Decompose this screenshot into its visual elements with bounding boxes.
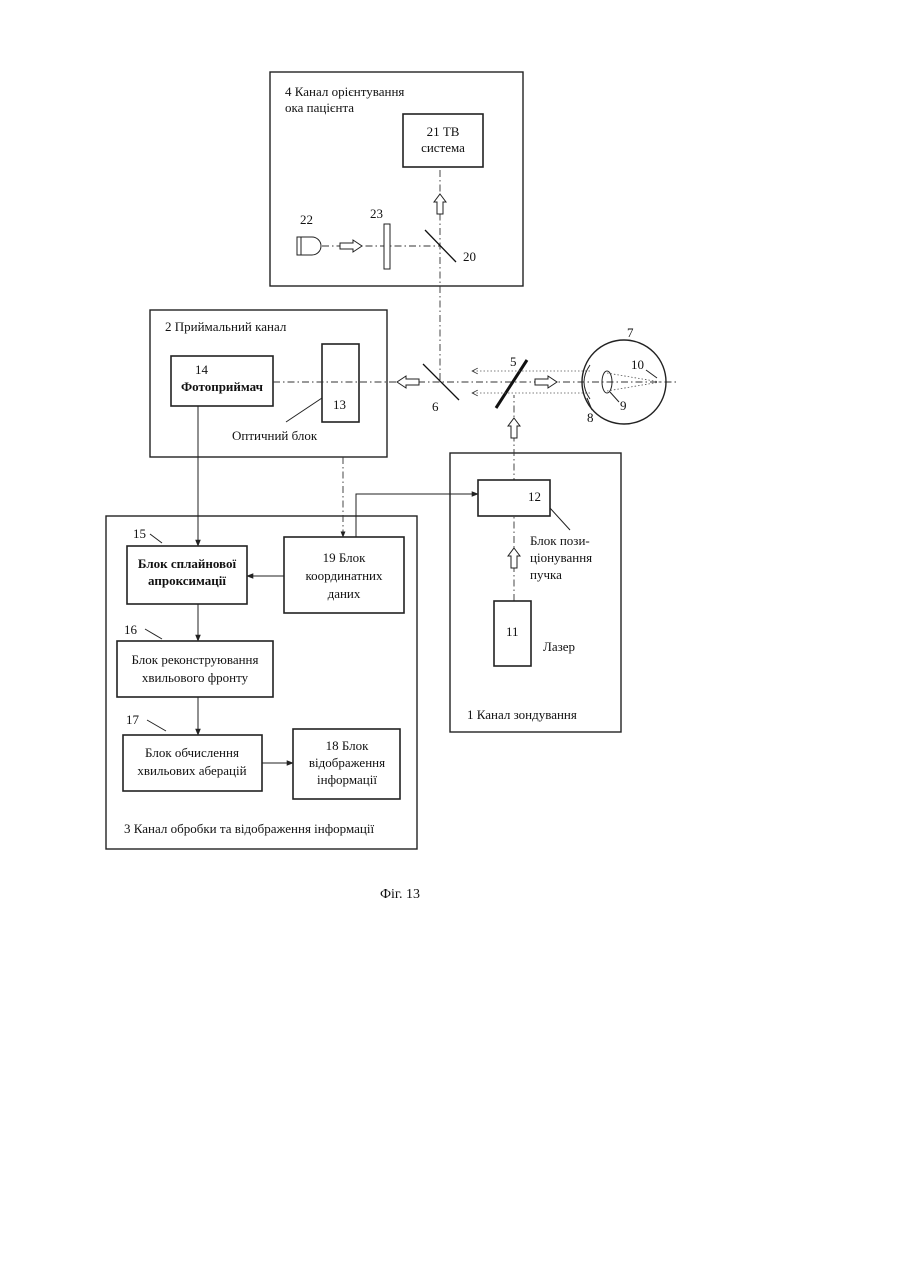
reconstruction-leader <box>145 629 162 639</box>
reconstruction-label-2: хвильового фронту <box>142 670 249 685</box>
label-20: 20 <box>463 249 476 264</box>
optical-block-leader <box>286 398 322 422</box>
orientation-channel-label-1: 4 Канал орієнтування <box>285 84 404 99</box>
label-23: 23 <box>370 206 383 221</box>
aberration-label-1: Блок обчислення <box>145 745 239 760</box>
leader-10 <box>646 370 657 378</box>
processing-channel-label: 3 Канал обробки та відображення інформац… <box>124 821 374 836</box>
arrow-to-mirror5 <box>508 418 520 438</box>
aberration-label-2: хвильових аберацій <box>137 763 246 778</box>
positioning-label-1: Блок пози- <box>530 533 590 548</box>
optical-block-label: Оптичний блок <box>232 428 318 443</box>
label-10: 10 <box>631 357 644 372</box>
arrow-to-receiver <box>397 376 419 388</box>
arrow-to-eye <box>535 376 557 388</box>
eye-ray-lower <box>607 382 660 391</box>
tv-system-label-2: система <box>421 140 465 155</box>
optical-block-num: 13 <box>333 397 346 412</box>
laser-num: 11 <box>506 624 519 639</box>
arrow-to-tv <box>434 194 446 214</box>
sounding-channel-label: 1 Канал зондування <box>467 707 577 722</box>
aberration-num: 17 <box>126 712 140 727</box>
coord-label-2: координатних <box>305 568 383 583</box>
receiving-channel-label: 2 Приймальний канал <box>165 319 287 334</box>
display-label-2: відображення <box>309 755 385 770</box>
label-7: 7 <box>627 325 634 340</box>
display-label-1: 18 Блок <box>326 738 370 753</box>
filter-23 <box>384 224 390 269</box>
positioning-num: 12 <box>528 489 541 504</box>
label-9: 9 <box>620 398 627 413</box>
aberration-leader <box>147 720 166 731</box>
photoreceiver-label: Фотоприймач <box>181 379 263 394</box>
orientation-channel-label-2: ока пацієнта <box>285 100 354 115</box>
label-5: 5 <box>510 354 517 369</box>
arrow-from-laser <box>508 548 520 568</box>
reconstruction-block <box>117 641 273 697</box>
label-22: 22 <box>300 212 313 227</box>
spline-num: 15 <box>133 526 146 541</box>
coord-label-1: 19 Блок <box>323 550 367 565</box>
spline-leader <box>150 534 162 543</box>
leader-9 <box>610 392 619 402</box>
spline-label-1: Блок сплайнової <box>138 556 237 571</box>
arrow-from-source <box>340 240 362 252</box>
spline-label-2: апроксимації <box>148 573 226 588</box>
tv-system-label-1: 21 ТВ <box>427 124 460 139</box>
figure-caption: Фіг. 13 <box>380 887 420 902</box>
label-8: 8 <box>587 410 594 425</box>
coord-label-3: даних <box>328 586 361 601</box>
laser-label: Лазер <box>543 639 575 654</box>
positioning-label-2: ціонування <box>530 550 592 565</box>
cornea-8 <box>584 365 590 399</box>
display-label-3: інформації <box>317 772 377 787</box>
positioning-label-3: пучка <box>530 567 562 582</box>
photoreceiver-num: 14 <box>195 362 209 377</box>
positioning-leader <box>550 508 570 530</box>
label-6: 6 <box>432 399 439 414</box>
reconstruction-num: 16 <box>124 622 138 637</box>
reconstruction-label-1: Блок реконструювання <box>131 652 258 667</box>
